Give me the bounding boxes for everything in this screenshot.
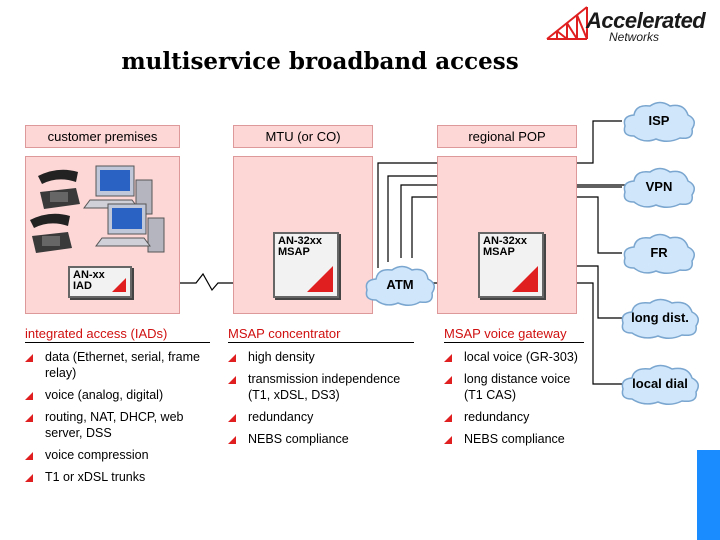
list-item: redundancy <box>444 409 584 425</box>
device-triangle-icon <box>307 266 333 292</box>
bullet-icon <box>25 452 33 460</box>
bullet-icon <box>25 354 33 362</box>
column-header-mtu: MTU (or CO) <box>233 125 373 148</box>
list-item: high density <box>228 349 414 365</box>
section-heading: MSAP voice gateway <box>444 326 584 343</box>
column-header-customer-premises: customer premises <box>25 125 180 148</box>
list-item: long distance voice (T1 CAS) <box>444 371 584 403</box>
cloud-icon <box>621 364 699 405</box>
bullet-icon <box>444 436 452 444</box>
bullet-icon <box>25 392 33 400</box>
msap-gateway-device[interactable]: AN-32xx MSAP <box>478 232 544 298</box>
list-item: T1 or xDSL trunks <box>25 469 210 485</box>
cloud-icon <box>365 265 435 306</box>
cloud-label-local-dial: local dial <box>632 376 688 391</box>
column-header-regional-pop: regional POP <box>437 125 577 148</box>
bullet-icon <box>228 414 236 422</box>
logo-sub: Networks <box>609 30 660 44</box>
atm-label: ATM <box>386 277 414 292</box>
cloud-label-fr: FR <box>650 245 668 260</box>
cloud-label-isp: ISP <box>648 113 670 128</box>
customer-equipment-icon <box>30 165 165 253</box>
msap2-label-line2: MSAP <box>483 246 515 258</box>
bullet-icon <box>444 376 452 384</box>
list-item: data (Ethernet, serial, frame relay) <box>25 349 210 381</box>
bullet-icon <box>444 414 452 422</box>
device-triangle-icon <box>112 278 126 292</box>
cloud-isp[interactable]: ISP <box>620 98 698 144</box>
section-iads: integrated access (IADs) data (Ethernet,… <box>25 326 210 491</box>
list-item: NEBS compliance <box>444 431 584 447</box>
iad-label-line1: AN-xx <box>73 269 105 281</box>
list-item: local voice (GR-303) <box>444 349 584 365</box>
msap-concentrator-device[interactable]: AN-32xx MSAP <box>273 232 339 298</box>
list-item: routing, NAT, DHCP, web server, DSS <box>25 409 210 441</box>
list-item: transmission independence (T1, xDSL, DS3… <box>228 371 414 403</box>
cloud-vpn[interactable]: VPN <box>620 164 698 210</box>
cloud-icon <box>621 298 699 339</box>
bullet-icon <box>25 414 33 422</box>
msap1-label-line1: AN-32xx <box>278 235 323 247</box>
cloud-local-dial[interactable]: local dial <box>618 361 702 407</box>
iad-label-line2: IAD <box>73 280 92 292</box>
section-heading: integrated access (IADs) <box>25 326 210 343</box>
atm-cloud[interactable]: ATM <box>362 262 438 308</box>
device-triangle-icon <box>512 266 538 292</box>
list-item: voice compression <box>25 447 210 463</box>
list-item: NEBS compliance <box>228 431 414 447</box>
bullet-icon <box>228 354 236 362</box>
section-msap-concentrator: MSAP concentrator high density transmiss… <box>228 326 414 453</box>
cloud-long-dist[interactable]: long dist. <box>618 295 702 341</box>
cloud-icon <box>623 167 695 208</box>
msap2-label-line1: AN-32xx <box>483 235 528 247</box>
section-msap-voice-gateway: MSAP voice gateway local voice (GR-303) … <box>444 326 584 453</box>
cloud-icon <box>623 233 695 274</box>
cloud-icon <box>623 101 695 142</box>
cloud-label-long-dist: long dist. <box>631 310 689 325</box>
page-title: multiservice broadband access <box>121 48 519 75</box>
logo-icon <box>545 5 589 46</box>
section-heading: MSAP concentrator <box>228 326 414 343</box>
cloud-label-vpn: VPN <box>645 179 673 194</box>
decorative-bar <box>697 450 720 540</box>
cloud-fr[interactable]: FR <box>620 230 698 276</box>
bullet-icon <box>228 376 236 384</box>
bullet-icon <box>228 436 236 444</box>
list-item: voice (analog, digital) <box>25 387 210 403</box>
bullet-icon <box>25 474 33 482</box>
msap1-label-line2: MSAP <box>278 246 310 258</box>
iad-device[interactable]: AN-xx IAD <box>68 266 132 298</box>
bullet-icon <box>444 354 452 362</box>
logo-name: Accelerated <box>586 8 706 33</box>
list-item: redundancy <box>228 409 414 425</box>
